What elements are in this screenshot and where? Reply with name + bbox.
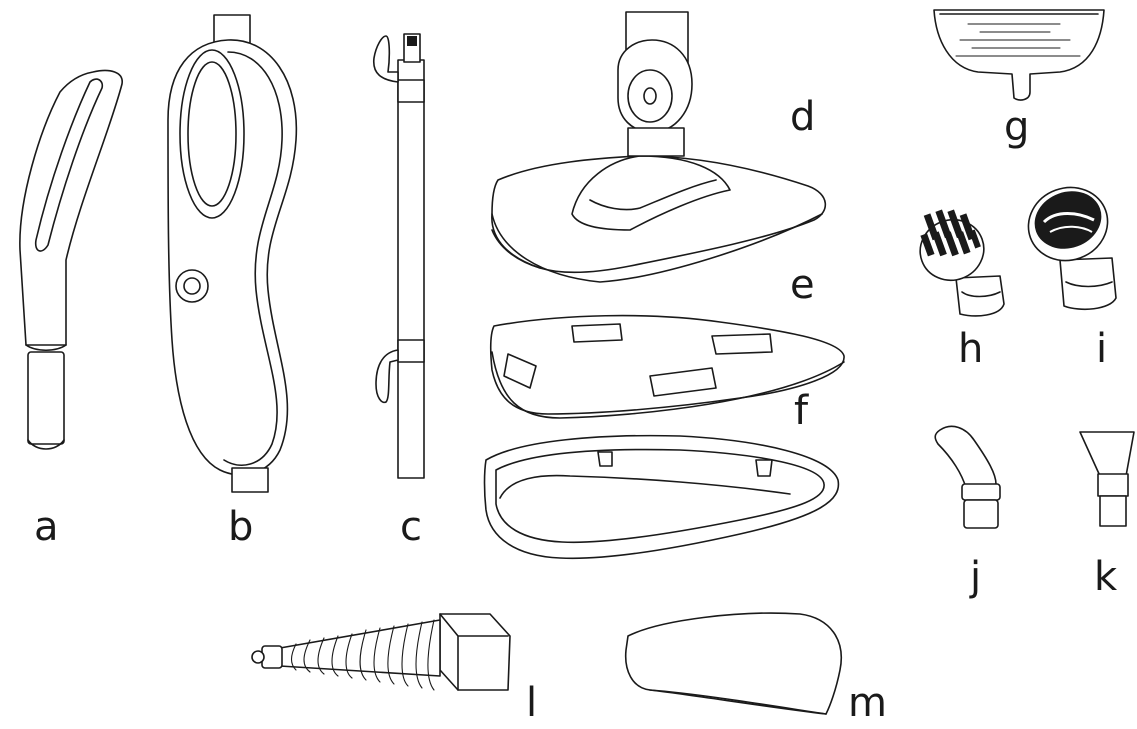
label-g: g	[1004, 104, 1029, 150]
label-l: l	[526, 680, 537, 726]
label-d: d	[790, 94, 815, 140]
mop-head-icon	[491, 11, 827, 283]
window-squeegee-icon	[933, 9, 1105, 101]
label-e: e	[790, 262, 815, 308]
label-k: k	[1094, 554, 1118, 600]
extension-pole-icon	[373, 33, 425, 479]
label-b: b	[228, 504, 253, 550]
label-m: m	[848, 680, 887, 726]
small-round-brush-icon	[919, 209, 1005, 317]
handle-body-icon	[167, 14, 298, 493]
label-f: f	[794, 388, 809, 434]
angled-nozzle-icon	[934, 425, 1001, 529]
label-i: i	[1096, 326, 1107, 372]
label-c: c	[400, 504, 422, 550]
cloth-cover-icon	[624, 612, 842, 715]
handle-grip-icon	[19, 69, 123, 450]
carpet-glider-icon	[483, 434, 840, 560]
flat-nozzle-icon	[1079, 431, 1135, 527]
extension-hose-icon	[251, 613, 511, 691]
label-a: a	[34, 504, 59, 550]
large-round-brush-icon	[1027, 186, 1117, 311]
label-j: j	[969, 554, 981, 600]
part-labels: a b c d e f g h i j k l m	[34, 94, 1118, 726]
mop-pad-frame-icon	[489, 314, 845, 419]
label-h: h	[958, 326, 983, 372]
